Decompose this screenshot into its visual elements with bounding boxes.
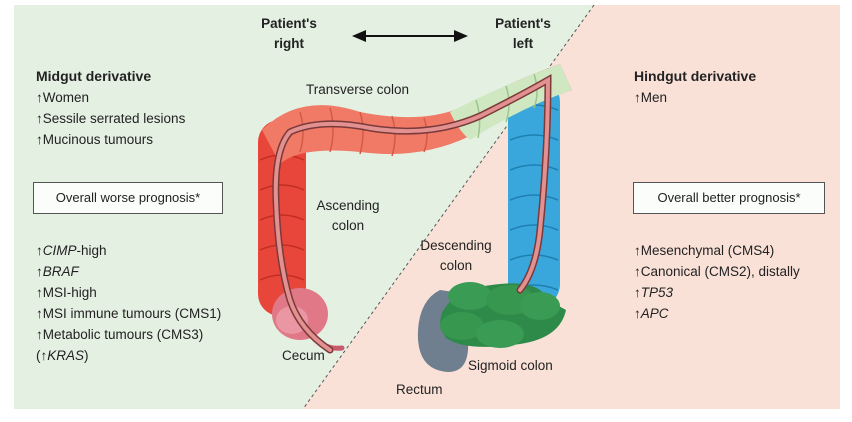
divider-line <box>302 4 595 410</box>
transverse-colon-label: Transverse colon <box>306 82 410 97</box>
hindgut-markers: ↑Mesenchymal (CMS4) ↑Canonical (CMS2), d… <box>634 240 800 324</box>
marker-item: ↑TP53 <box>634 285 674 300</box>
ascending-colon-label: Ascending colon <box>316 198 380 233</box>
midgut-panel: Midgut derivative ↑Women ↑Sessile serrat… <box>36 66 185 150</box>
cecum-label: Cecum <box>282 348 325 363</box>
midgut-feature: ↑Mucinous tumours <box>36 132 154 147</box>
marker-item: (↑KRAS) <box>36 348 89 363</box>
patient-left-label: Patient's left <box>495 16 551 51</box>
patient-right-label: Patient's right <box>261 16 317 51</box>
worse-prognosis-box: Overall worse prognosis* <box>33 182 223 214</box>
sigmoid-colon-label: Sigmoid colon <box>468 358 553 373</box>
marker-item: ↑CIMP-high <box>36 243 107 258</box>
marker-item: ↑Mesenchymal (CMS4) <box>634 243 775 258</box>
marker-item: ↑MSI immune tumours (CMS1) <box>36 306 222 321</box>
marker-item: ↑BRAF <box>36 264 79 279</box>
better-prognosis-box: Overall better prognosis* <box>633 182 825 214</box>
marker-item: ↑APC <box>634 306 669 321</box>
midgut-markers: ↑CIMP-high ↑BRAF ↑MSI-high ↑MSI immune t… <box>36 240 221 366</box>
marker-item: ↑Metabolic tumours (CMS3) <box>36 327 204 342</box>
descending-colon-label: Descending colon <box>420 238 492 273</box>
midgut-feature: ↑Sessile serrated lesions <box>36 111 186 126</box>
colon-lumen <box>273 76 551 352</box>
hindgut-feature: ↑Men <box>634 90 668 105</box>
marker-item: ↑Canonical (CMS2), distally <box>634 264 800 279</box>
double-arrow-icon <box>352 30 468 42</box>
hindgut-panel: Hindgut derivative ↑Men <box>634 66 756 108</box>
hindgut-title: Hindgut derivative <box>634 68 757 84</box>
midgut-title: Midgut derivative <box>36 68 152 84</box>
rectum-label: Rectum <box>396 382 443 397</box>
sigmoid-colon <box>440 282 566 348</box>
midgut-feature: ↑Women <box>36 90 90 105</box>
marker-item: ↑MSI-high <box>36 285 97 300</box>
